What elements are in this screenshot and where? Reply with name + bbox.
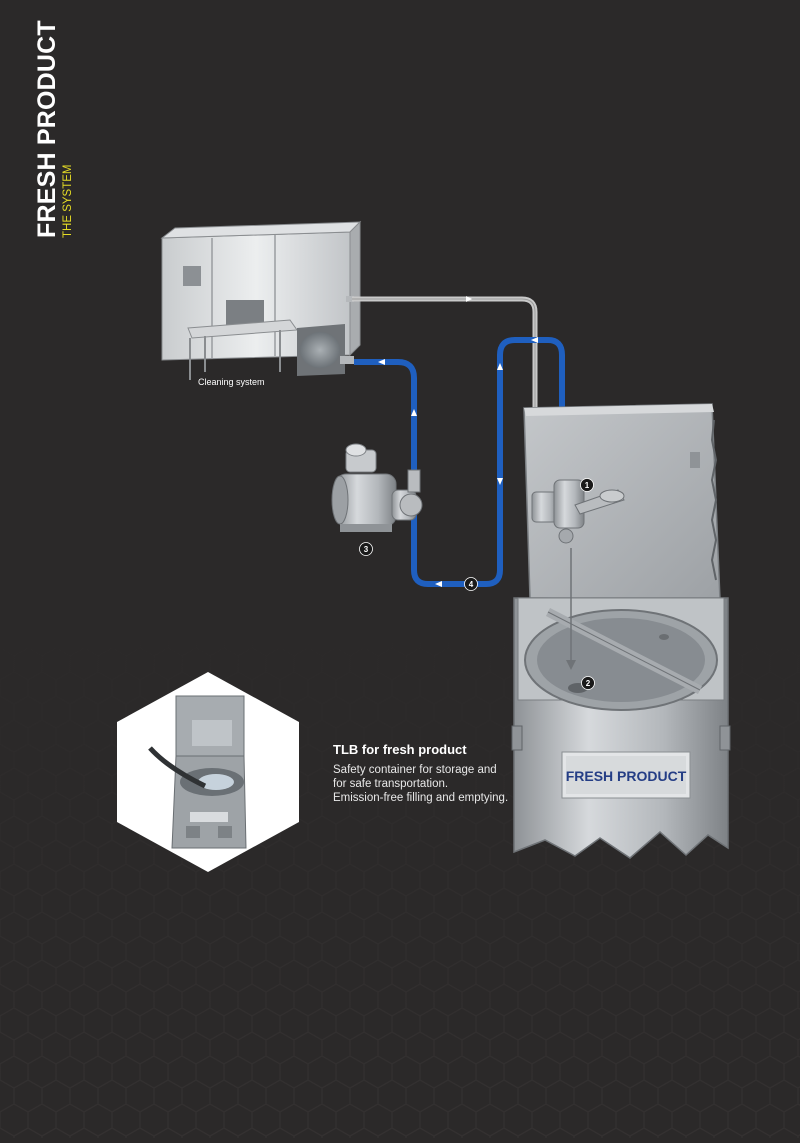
blue-return-pipe — [354, 359, 417, 492]
flow-arrow-icon — [435, 581, 442, 587]
arrow-down-icon — [566, 660, 576, 670]
info-line: Emission-free filling and emptying. — [333, 792, 509, 804]
flow-arrow-icon — [497, 478, 503, 485]
container-photo — [117, 672, 299, 872]
pump-illustration — [331, 443, 423, 532]
callout-marker-2 — [581, 676, 595, 690]
info-line: Safety container for storage and — [333, 764, 497, 776]
info-block: TLB for fresh product Safety container f… — [333, 742, 563, 805]
flow-arrow-icon — [411, 409, 417, 416]
flow-arrow-icon — [497, 363, 503, 370]
page-subtitle: THE SYSTEM — [62, 164, 74, 238]
callout-marker-1 — [580, 478, 594, 492]
lid-pump-illustration — [531, 479, 625, 544]
cleaning-system-illustration — [160, 220, 362, 380]
callout-number: 3 — [364, 545, 369, 554]
callout-number: 1 — [585, 481, 590, 490]
cleaning-system-label: Cleaning system — [198, 377, 265, 387]
flow-arrow-icon — [531, 337, 538, 343]
callout-markers: 1 2 3 4 — [359, 478, 595, 690]
page-title-block: FRESH PRODUCT THE SYSTEM — [33, 20, 75, 238]
callout-marker-3 — [359, 542, 373, 556]
info-line: for safe transportation. — [333, 778, 449, 790]
tlb-container-illustration — [511, 403, 731, 859]
flow-arrow-icon — [378, 359, 385, 365]
callout-number: 4 — [469, 580, 474, 589]
container-name-plate: FRESH PRODUCT — [566, 768, 687, 784]
page-title: FRESH PRODUCT — [33, 20, 61, 238]
callout-number: 2 — [586, 679, 591, 688]
blue-loop-pipe — [411, 337, 565, 587]
callout-marker-4 — [464, 577, 478, 591]
info-heading: TLB for fresh product — [333, 742, 467, 757]
flow-arrow-icon — [466, 296, 472, 302]
